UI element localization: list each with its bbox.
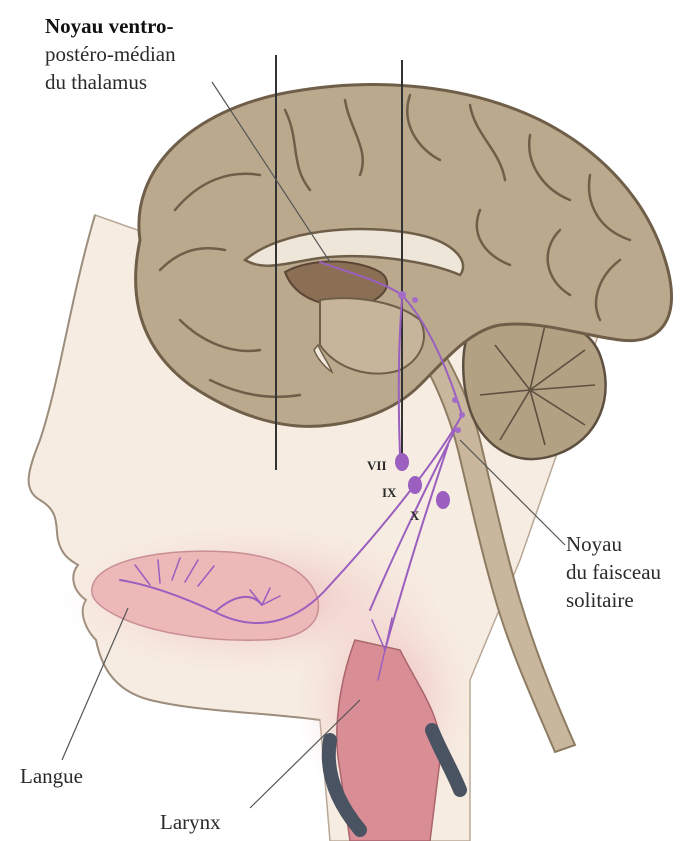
- ganglion-ix: [408, 476, 422, 494]
- label-thalamus-line1: Noyau ventro-: [45, 14, 174, 39]
- label-solitary-line3: solitaire: [566, 588, 634, 613]
- label-larynx: Larynx: [160, 810, 221, 835]
- cranial-nerve-label-ix: IX: [382, 485, 397, 500]
- label-solitary-line2: du faisceau: [566, 560, 661, 585]
- ganglion-vii: [395, 453, 409, 471]
- label-thalamus-line3: du thalamus: [45, 70, 147, 95]
- cranial-nerve-label-vii: VII: [367, 458, 387, 473]
- label-solitary-line1: Noyau: [566, 532, 622, 557]
- label-thalamus-line2: postéro-médian: [45, 42, 176, 67]
- label-tongue: Langue: [20, 764, 83, 789]
- ganglion-x: [436, 491, 450, 509]
- cranial-nerve-label-x: X: [410, 508, 420, 523]
